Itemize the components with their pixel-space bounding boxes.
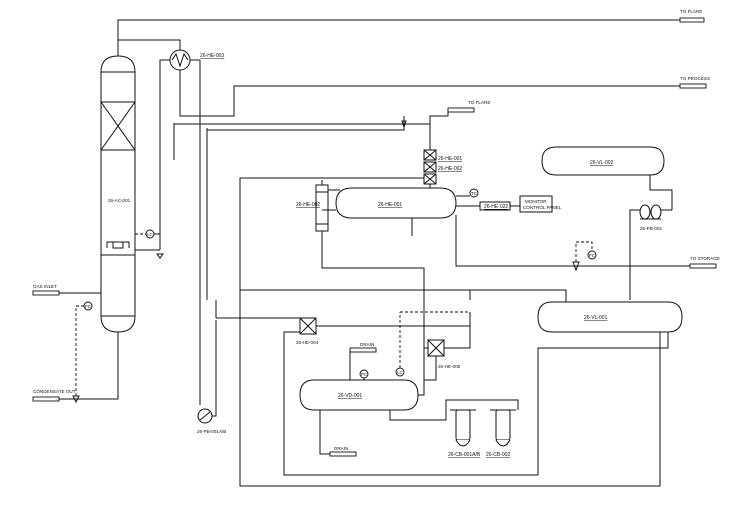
acc-level-tag: LC [397, 370, 404, 375]
stream-label-drain-bottom: DRAIN [334, 446, 348, 451]
stream-arrow-top-2 [679, 83, 707, 89]
stream-label-top-1: TO FLARE [680, 9, 702, 14]
exchanger-stack [423, 149, 437, 185]
control-panel-line-1: MONITOR [525, 199, 547, 204]
accumulator-drum [299, 379, 419, 411]
exchanger-stack-tag-2: 26-HE-002 [438, 166, 462, 172]
stream-label-right-mid: TO STORAGE [690, 256, 720, 261]
sump-1 [455, 409, 471, 447]
stream-arrow-left-inlet [32, 290, 60, 296]
stream-arrow-left-bottom [32, 396, 60, 402]
reboiler-tag: 26-HE-002 [296, 202, 320, 208]
filter-right [427, 339, 445, 357]
pump-right-tag: 26-PB-002 [640, 226, 662, 231]
stream-label-mid-flare: TO FLARE [468, 100, 490, 105]
overhead-valve [401, 120, 407, 129]
stream-arrow-right-mid [689, 263, 717, 269]
right-flow-controller [587, 250, 597, 260]
sump-2-tag: 26-CB-002 [486, 452, 510, 458]
filter-mid-tag: 26-HE-004 [296, 340, 319, 345]
sump-2 [495, 409, 511, 447]
column-control-valve [156, 253, 164, 259]
column-tag: 26-AC-001 [108, 198, 131, 203]
right-flow-tag: FC [589, 253, 596, 258]
stream-label-left-inlet: GAS INLET [33, 284, 57, 289]
sumps-tag: 26-CB-001A/B [448, 452, 481, 458]
reboiler-vertical [315, 184, 329, 238]
drum-temperature-indicator [469, 188, 479, 198]
drum-tag: 26-HE-001 [378, 202, 402, 208]
cooler-exchanger [169, 49, 191, 71]
horizontal-drum [335, 187, 457, 219]
filter-mid [299, 317, 317, 335]
acc-pressure-tag: PC [361, 372, 368, 377]
left-bottom-valve [72, 395, 80, 404]
vessel-top-tag: 26-VL-002 [590, 160, 614, 166]
stream-label-left-bottom: CONDENSATE OUT [33, 389, 76, 394]
pump-bottom [197, 408, 213, 424]
cooler-tag: 26-HE-003 [200, 53, 224, 59]
exchanger-stack-tag-1: 26-HE-001 [438, 156, 462, 162]
pump-bottom-tag: 26-PB-001A/B [197, 429, 226, 434]
vessel-right [537, 301, 683, 333]
control-panel-line-2: CONTROL PANEL [523, 205, 562, 210]
stream-label-top-2: TO PROCESS [680, 76, 710, 81]
stream-arrow-drain-bottom [329, 451, 357, 457]
left-flow-tag: FC [85, 304, 92, 309]
column-level-tag: LC [147, 232, 154, 237]
stream-arrow-top-1 [679, 17, 705, 23]
accumulator-tag: 26-VD-001 [338, 393, 362, 399]
filter-right-tag: 26-HE-005 [438, 364, 461, 369]
drum-temp-tag: TC [471, 191, 478, 196]
stream-label-drain-top: DRAIN [360, 342, 374, 347]
stream-arrow-mid-flare [447, 107, 475, 113]
heater-tag: 26-HE-022 [484, 204, 508, 210]
pump-right [639, 204, 662, 220]
vessel-right-tag: 26-VL-001 [584, 315, 608, 321]
distillation-column: 26-AC-001 [100, 55, 136, 333]
control-panel [519, 195, 553, 213]
stream-arrow-drain-top [349, 347, 377, 353]
